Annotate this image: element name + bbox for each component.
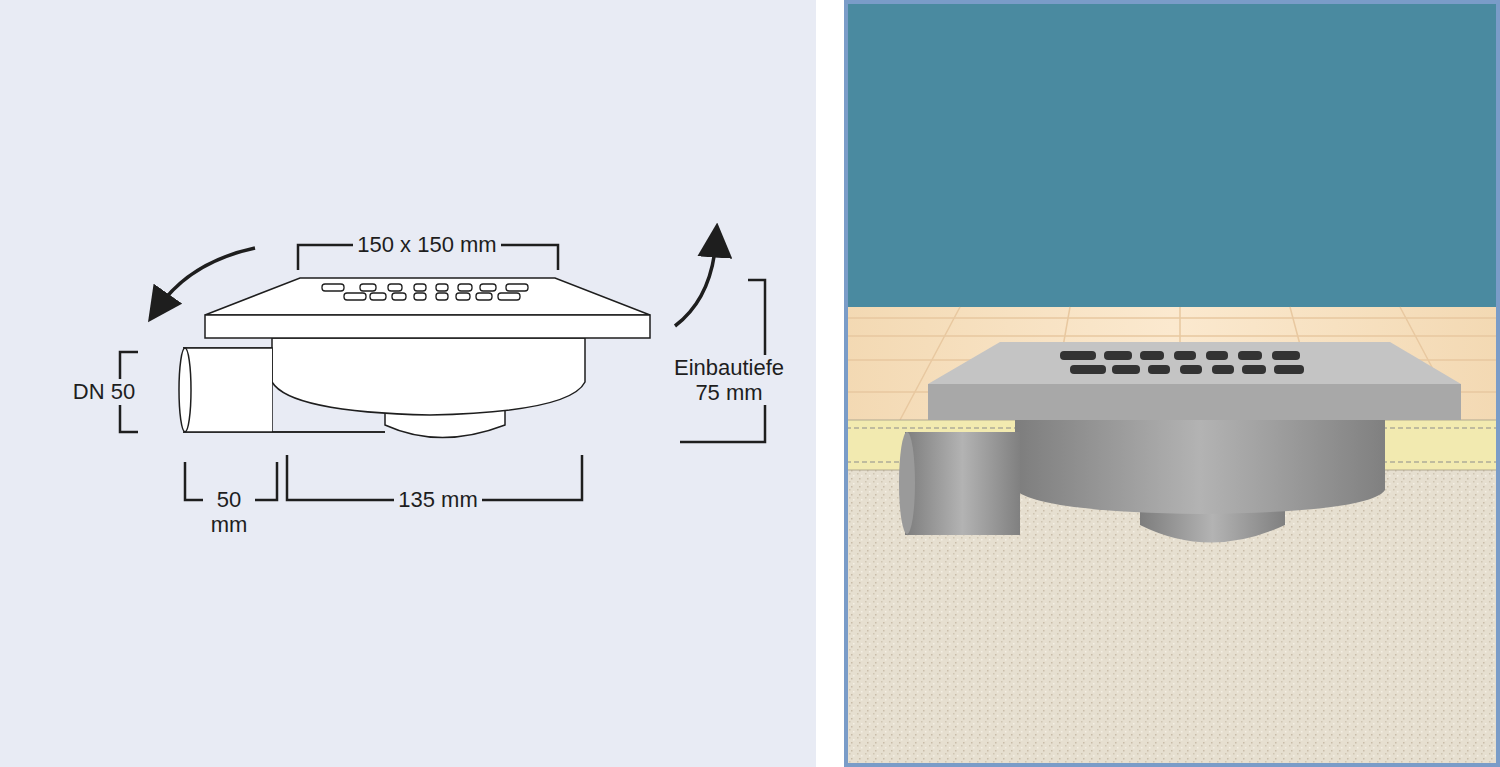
pipe-size-label: DN 50 bbox=[69, 379, 139, 404]
installation-view bbox=[846, 2, 1498, 765]
drain-drawing bbox=[179, 278, 650, 438]
left-panel bbox=[0, 0, 816, 767]
dimension-label: 135 mm bbox=[394, 487, 481, 512]
rotate-arrow bbox=[675, 240, 716, 326]
rotate-arrow bbox=[158, 248, 255, 308]
grate-slots bbox=[322, 284, 528, 300]
depth-label: Einbautiefe 75 mm bbox=[660, 355, 798, 406]
dimension-label: 150 x 150 mm bbox=[353, 232, 500, 257]
dimension-label: 50 mm bbox=[203, 487, 255, 538]
